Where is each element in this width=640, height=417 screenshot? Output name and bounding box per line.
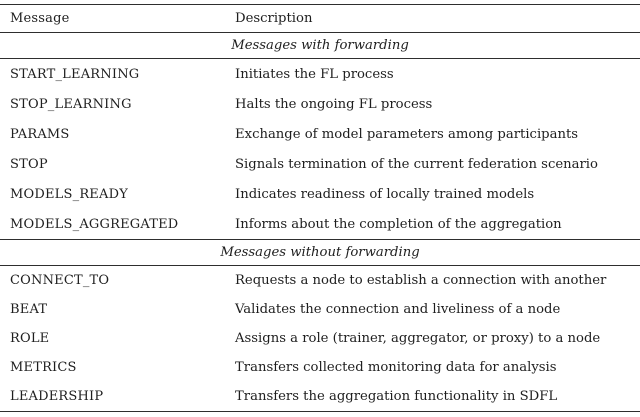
column-header-message: Message: [10, 11, 70, 26]
description-cell: Initiates the FL process: [235, 66, 394, 82]
message-cell: PARAMS: [10, 126, 70, 142]
message-cell: BEAT: [10, 302, 48, 317]
section2-top-rule: [0, 239, 640, 240]
description-cell: Transfers the aggregation functionality …: [235, 389, 558, 404]
description-cell: Signals termination of the current feder…: [235, 156, 598, 172]
message-cell: METRICS: [10, 360, 77, 375]
description-cell: Requests a node to establish a connectio…: [235, 273, 607, 288]
section-header-with-forwarding: Messages with forwarding: [231, 38, 409, 53]
description-cell: Exchange of model parameters among parti…: [235, 126, 579, 142]
message-cell: STOP_LEARNING: [10, 96, 132, 112]
message-cell: LEADERSHIP: [10, 389, 104, 404]
description-cell: Informs about the completion of the aggr…: [235, 216, 562, 232]
message-cell: START_LEARNING: [10, 66, 140, 82]
table-row: START_LEARNING Initiates the FL process: [0, 59, 640, 89]
table-row: PARAMS Exchange of model parameters amon…: [0, 119, 640, 149]
message-cell: CONNECT_TO: [10, 273, 110, 288]
header-rule: [0, 32, 640, 33]
table-header-row: Message Description: [0, 5, 640, 32]
message-cell: ROLE: [10, 331, 50, 346]
column-header-description: Description: [235, 11, 313, 26]
table-row: MODELS_AGGREGATED Informs about the comp…: [0, 209, 640, 239]
message-cell: STOP: [10, 156, 48, 172]
table-row: METRICS Transfers collected monitoring d…: [0, 353, 640, 382]
section1-rule: [0, 58, 640, 59]
description-cell: Transfers collected monitoring data for …: [235, 360, 557, 375]
table-row: MODELS_READY Indicates readiness of loca…: [0, 179, 640, 209]
message-cell: MODELS_AGGREGATED: [10, 216, 179, 232]
bottom-rule: [0, 411, 640, 412]
section-header-without-forwarding: Messages without forwarding: [220, 245, 420, 260]
table-row: ROLE Assigns a role (trainer, aggregator…: [0, 324, 640, 353]
section2-rule: [0, 265, 640, 266]
table-row: BEAT Validates the connection and liveli…: [0, 295, 640, 324]
top-rule: [0, 4, 640, 5]
table-row: STOP_LEARNING Halts the ongoing FL proce…: [0, 89, 640, 119]
table-row: STOP Signals termination of the current …: [0, 149, 640, 179]
table-row: LEADERSHIP Transfers the aggregation fun…: [0, 382, 640, 411]
table-row: CONNECT_TO Requests a node to establish …: [0, 266, 640, 295]
description-cell: Halts the ongoing FL process: [235, 96, 433, 112]
description-cell: Validates the connection and liveliness …: [235, 302, 561, 317]
description-cell: Indicates readiness of locally trained m…: [235, 186, 535, 202]
description-cell: Assigns a role (trainer, aggregator, or …: [235, 331, 601, 346]
message-cell: MODELS_READY: [10, 186, 128, 202]
